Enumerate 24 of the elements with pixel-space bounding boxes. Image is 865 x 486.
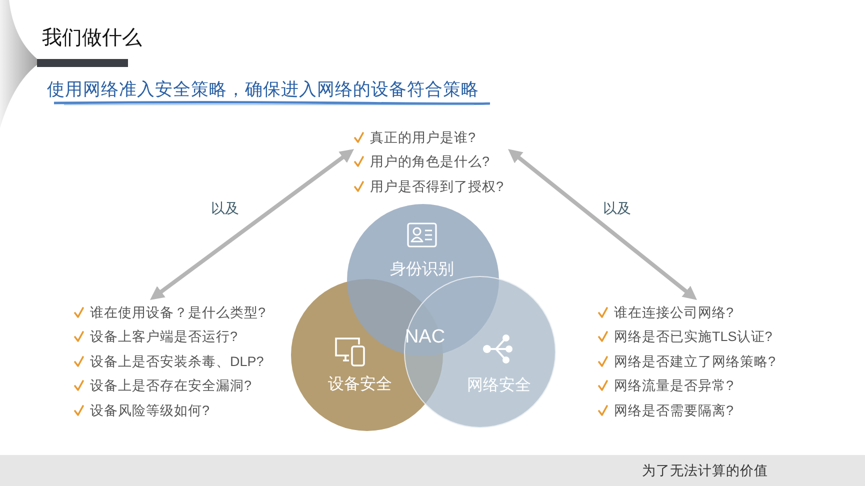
question-text: 设备上是否安装杀毒、DLP? (90, 354, 264, 368)
question-text: 设备上客户端是否运行? (90, 330, 238, 344)
question-text: 谁在使用设备？是什么类型? (90, 306, 266, 319)
circle-label: 设备安全 (328, 377, 392, 393)
question-text: 谁在连接公司网络? (614, 306, 734, 319)
circle-label: 网络安全 (467, 378, 531, 394)
circle-label: 身份识别 (390, 262, 454, 278)
question-text: 用户的角色是什么? (370, 155, 490, 168)
question-text: 网络是否建立了网络策略? (614, 354, 776, 368)
question-text: 真正的用户是谁? (370, 130, 476, 144)
question-text: 网络是否需要隔离? (614, 404, 734, 417)
question-text: 用户是否得到了授权? (370, 180, 504, 193)
question-text: 设备风险等级如何? (90, 404, 210, 417)
edge-label: 以及 (211, 201, 239, 215)
double-headed-arrow (150, 149, 354, 300)
question-text: 设备上是否存在安全漏洞? (90, 379, 252, 392)
subtitle: 使用网络准入安全策略，确保进入网络的设备符合策略 (47, 78, 479, 100)
center-label: NAC (404, 328, 446, 346)
edge-label: 以及 (603, 201, 631, 215)
page-title: 我们做什么 (42, 26, 142, 50)
slogan-text: 为了无法计算的价值 (642, 463, 768, 479)
question-text: 网络是否已实施TLS认证? (614, 330, 772, 344)
double-headed-arrow (508, 149, 697, 300)
question-text: 网络流量是否异常? (614, 379, 734, 392)
